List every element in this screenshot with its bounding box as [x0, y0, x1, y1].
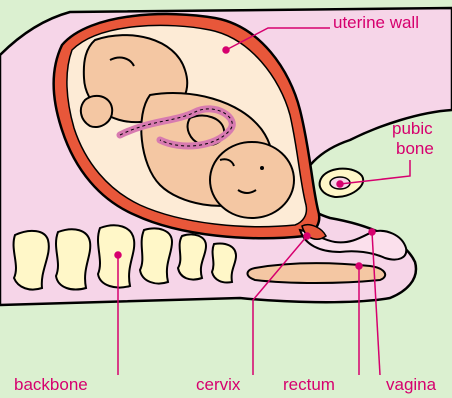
pubic-bone-label-line1: pubic: [392, 120, 433, 137]
vagina-label: vagina: [386, 376, 436, 393]
pubic-bone-label-line2: bone: [396, 140, 434, 157]
rectum-label: rectum: [283, 376, 335, 393]
backbone-label: backbone: [14, 376, 88, 393]
uterine-wall-label: uterine wall: [333, 14, 419, 31]
cervix-label: cervix: [196, 376, 240, 393]
rectum-shape: [247, 263, 385, 283]
